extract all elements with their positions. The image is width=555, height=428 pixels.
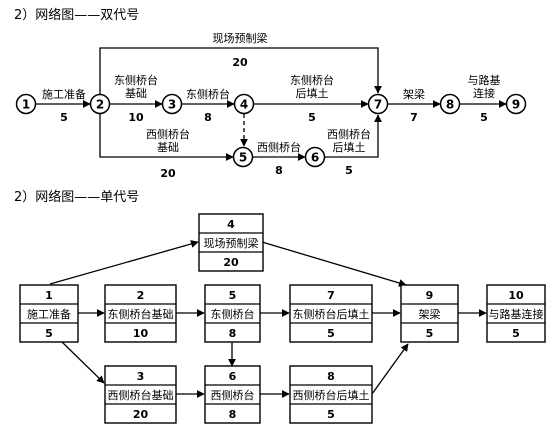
- activity-box-duration: 5: [426, 327, 434, 340]
- activity-box-duration: 5: [327, 408, 335, 421]
- svg-text:4: 4: [240, 98, 248, 112]
- activity-box-name: 现场预制梁: [204, 236, 259, 250]
- event-node-5: 5: [232, 146, 254, 168]
- activity-name-3-4: 东侧桥台: [186, 87, 230, 101]
- event-node-2: 2: [89, 93, 111, 115]
- activity-box-3: 3 西侧桥台基础 20: [104, 365, 177, 424]
- svg-text:5: 5: [239, 151, 247, 165]
- svg-text:8: 8: [446, 98, 454, 112]
- event-node-3: 3: [161, 93, 183, 115]
- activity-box-number: 9: [426, 289, 434, 302]
- activity-box-name: 施工准备: [27, 307, 71, 321]
- event-node-4: 4: [233, 93, 255, 115]
- event-node-7: 7: [367, 93, 389, 115]
- svg-text:3: 3: [168, 98, 176, 112]
- heading-double-code: 2）网络图——双代号: [14, 8, 140, 23]
- svg-text:2: 2: [96, 98, 104, 112]
- activity-box-number: 1: [45, 289, 53, 302]
- activity-box-6: 6 西侧桥台 8: [204, 365, 261, 424]
- svg-text:9: 9: [512, 98, 520, 112]
- activity-duration-4-7: 5: [308, 111, 316, 124]
- heading-single-code: 2）网络图——单代号: [14, 190, 140, 205]
- activity-box-name: 东侧桥台基础: [108, 307, 174, 321]
- activity-box-4: 4 现场预制梁 20: [198, 213, 264, 272]
- activity-duration-6-7: 5: [345, 164, 353, 177]
- activity-box-2: 2 东侧桥台基础 10: [104, 284, 177, 343]
- activity-box-duration: 5: [512, 327, 520, 340]
- activity-box-8: 8 西侧桥台后填土 5: [289, 365, 373, 424]
- activity-box-number: 4: [227, 218, 235, 231]
- svg-text:1: 1: [22, 98, 30, 112]
- activity-box-number: 2: [137, 289, 145, 302]
- activity-name-2-5: 西侧桥台基础: [146, 127, 190, 154]
- edge-2-7: [99, 47, 382, 94]
- activity-box-duration: 8: [229, 408, 237, 421]
- edge-2-5: [99, 114, 234, 161]
- activity-duration-1-2: 5: [60, 111, 68, 124]
- activity-box-number: 5: [229, 289, 237, 302]
- event-node-8: 8: [439, 93, 461, 115]
- activity-box-number: 3: [137, 370, 145, 383]
- activity-box-7: 7 东侧桥台后填土 5: [289, 284, 373, 343]
- activity-duration-7-8: 7: [410, 111, 418, 124]
- activity-box-number: 8: [327, 370, 335, 383]
- activity-duration-5-6: 8: [275, 164, 283, 177]
- activity-name-4-7: 东侧桥台后填土: [290, 73, 334, 100]
- activity-duration-2-7: 20: [232, 56, 248, 69]
- svg-text:6: 6: [311, 151, 319, 165]
- activity-box-number: 7: [327, 289, 335, 302]
- activity-box-duration: 20: [223, 256, 239, 269]
- activity-box-name: 与路基连接: [489, 308, 544, 321]
- activity-box-number: 6: [229, 370, 237, 383]
- link-1-3: [61, 341, 105, 384]
- activity-name-1-2: 施工准备: [42, 87, 86, 101]
- activity-duration-2-5: 20: [160, 167, 176, 180]
- link-1-4: [49, 240, 199, 285]
- activity-name-7-8: 架梁: [403, 87, 425, 101]
- activity-box-name: 西侧桥台基础: [108, 388, 174, 402]
- single-code-network: 1 施工准备 5 2 东侧桥台基础 10 3 西侧桥台基础 20 4 现场预制梁 20 5 东侧桥台 8 6 西…: [19, 213, 546, 424]
- activity-duration-8-9: 5: [480, 111, 488, 124]
- activity-name-2-7: 现场预制梁: [213, 31, 268, 45]
- activity-box-duration: 5: [327, 327, 335, 340]
- activity-duration-3-4: 8: [204, 111, 212, 124]
- activity-box-duration: 10: [133, 327, 149, 340]
- activity-box-10: 10 与路基连接 5: [486, 284, 546, 343]
- activity-box-duration: 8: [229, 327, 237, 340]
- activity-box-name: 西侧桥台后填土: [293, 388, 370, 402]
- activity-box-name: 架梁: [419, 307, 441, 321]
- activity-name-2-3: 东侧桥台基础: [114, 73, 158, 100]
- svg-text:7: 7: [374, 98, 382, 112]
- activity-name-6-7: 西侧桥台后填土: [327, 127, 371, 154]
- activity-box-name: 西侧桥台: [211, 388, 255, 402]
- event-node-1: 1: [15, 93, 37, 115]
- link-4-9: [261, 241, 407, 287]
- activity-box-duration: 20: [133, 408, 149, 421]
- double-code-network: 1 2 3 4 5 6 7: [15, 31, 527, 180]
- link-8-9: [371, 343, 409, 395]
- event-node-9: 9: [505, 93, 527, 115]
- event-node-6: 6: [304, 146, 326, 168]
- activity-duration-2-3: 10: [128, 111, 144, 124]
- activity-box-9: 9 架梁 5: [400, 284, 459, 343]
- activity-box-number: 10: [508, 289, 524, 302]
- activity-box-name: 东侧桥台: [211, 307, 255, 321]
- activity-name-5-6: 西侧桥台: [257, 140, 301, 154]
- activity-box-1: 1 施工准备 5: [19, 284, 79, 343]
- activity-name-8-9: 与路基连接: [468, 74, 501, 100]
- activity-box-name: 东侧桥台后填土: [293, 307, 370, 321]
- activity-box-duration: 5: [45, 327, 53, 340]
- activity-box-5: 5 东侧桥台 8: [204, 284, 261, 343]
- edge-6-7: [325, 114, 382, 158]
